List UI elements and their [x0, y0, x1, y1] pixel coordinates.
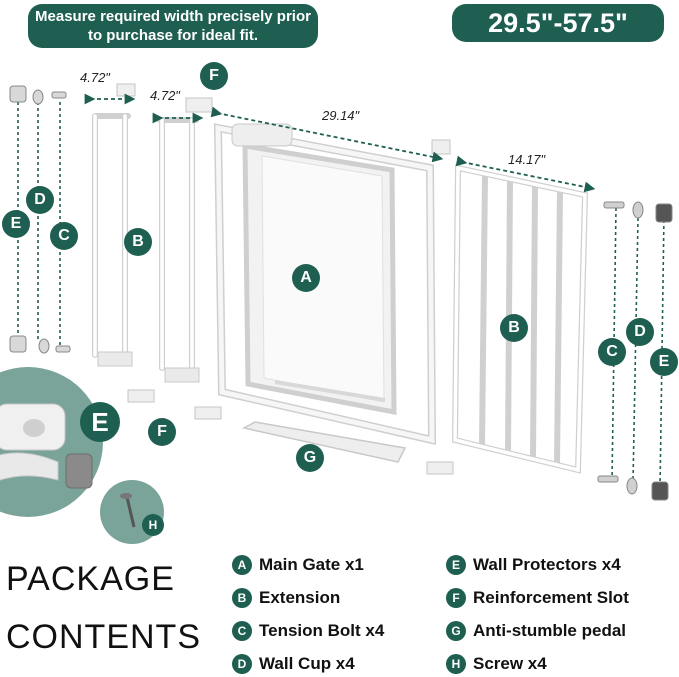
- legend-text: Main Gate x1: [259, 555, 364, 574]
- legend-item-d: D Wall Cup x4: [232, 654, 355, 674]
- legend-item-b: B Extension: [232, 588, 340, 608]
- label-d-right: D: [626, 318, 654, 346]
- legend-item-g: G Anti-stumble pedal: [446, 621, 626, 641]
- dim-small-extension-2: 4.72": [150, 88, 180, 103]
- legend-text: Extension: [259, 588, 341, 607]
- legend-item-h: H Screw x4: [446, 654, 547, 674]
- small-extension-1: [92, 113, 131, 358]
- label-b-left: B: [124, 228, 152, 256]
- dim-large-extension: 14.17": [508, 152, 546, 167]
- legend-badge: H: [446, 654, 466, 674]
- legend-text: Screw x4: [473, 654, 547, 673]
- package-title-line1: PACKAGE: [6, 560, 175, 598]
- legend-badge: F: [446, 588, 466, 608]
- label-b-right: B: [500, 314, 528, 342]
- legend-badge: E: [446, 555, 466, 575]
- legend-item-e: E Wall Protectors x4: [446, 555, 621, 575]
- package-title-line2: CONTENTS: [6, 618, 201, 656]
- legend-item-a: A Main Gate x1: [232, 555, 364, 575]
- legend-badge: A: [232, 555, 252, 575]
- legend-item-c: C Tension Bolt x4: [232, 621, 384, 641]
- label-f-top: F: [200, 62, 228, 90]
- label-d-left: D: [26, 186, 54, 214]
- wall-protector-detail: [0, 367, 103, 517]
- measure-note: Measure required width precisely prior t…: [28, 4, 318, 48]
- label-h-detail: H: [142, 514, 164, 536]
- legend-badge: D: [232, 654, 252, 674]
- legend-text: Reinforcement Slot: [473, 588, 629, 607]
- dim-main-gate: 29.14": [322, 108, 360, 123]
- label-c-left: C: [50, 222, 78, 250]
- label-e-left: E: [2, 210, 30, 238]
- label-a: A: [292, 264, 320, 292]
- main-gate: [213, 123, 437, 446]
- legend-text: Wall Protectors x4: [473, 555, 621, 574]
- anti-stumble-pedal: [241, 421, 407, 463]
- label-c-right: C: [598, 338, 626, 366]
- width-range-badge: 29.5"-57.5": [452, 4, 664, 42]
- label-e-right: E: [650, 348, 678, 376]
- label-f-bottom: F: [148, 418, 176, 446]
- legend-item-f: F Reinforcement Slot: [446, 588, 629, 608]
- label-g: G: [296, 444, 324, 472]
- label-e-detail: E: [80, 402, 120, 442]
- legend-badge: B: [232, 588, 252, 608]
- legend-text: Anti-stumble pedal: [473, 621, 627, 640]
- legend-text: Wall Cup x4: [259, 654, 355, 673]
- legend-badge: G: [446, 621, 466, 641]
- dim-small-extension-1: 4.72": [80, 70, 110, 85]
- legend-badge: C: [232, 621, 252, 641]
- legend-text: Tension Bolt x4: [259, 621, 385, 640]
